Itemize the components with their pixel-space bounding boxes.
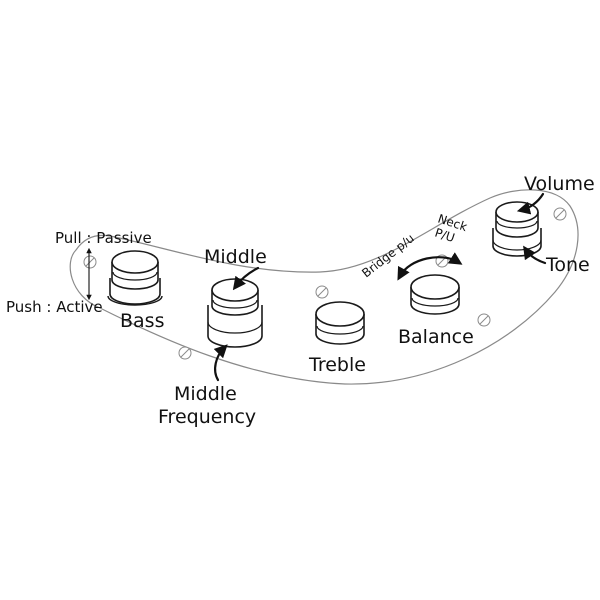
label-middle: Middle — [204, 246, 267, 268]
label-middle-frequency-1: Middle — [174, 383, 237, 405]
label-neck-pu-2: P/U — [433, 226, 456, 246]
balance-knob[interactable] — [410, 274, 460, 315]
middle-arrow — [232, 266, 260, 291]
label-pull-passive: Pull : Passive — [55, 229, 152, 247]
screw-2 — [178, 346, 192, 360]
screw-5 — [477, 313, 491, 327]
middle-frequency-arrow — [213, 344, 228, 382]
tone-arrow — [523, 245, 547, 265]
label-push-active: Push : Active — [6, 298, 103, 316]
label-balance: Balance — [398, 326, 474, 348]
label-tone: Tone — [545, 254, 590, 276]
treble-knob[interactable] — [315, 301, 365, 345]
volume-arrow — [516, 192, 545, 215]
label-volume: Volume — [524, 173, 595, 195]
screw-1 — [83, 255, 97, 269]
label-middle-frequency-2: Frequency — [158, 406, 256, 428]
bass-knob[interactable] — [107, 250, 163, 306]
balance-rotation-arrow — [397, 252, 463, 281]
middle-knob[interactable] — [207, 278, 263, 348]
label-treble: Treble — [308, 354, 366, 376]
screw-3 — [315, 285, 329, 299]
label-bass: Bass — [120, 310, 164, 332]
volume-tone-knob[interactable] — [492, 201, 542, 257]
screw-6 — [553, 207, 567, 221]
